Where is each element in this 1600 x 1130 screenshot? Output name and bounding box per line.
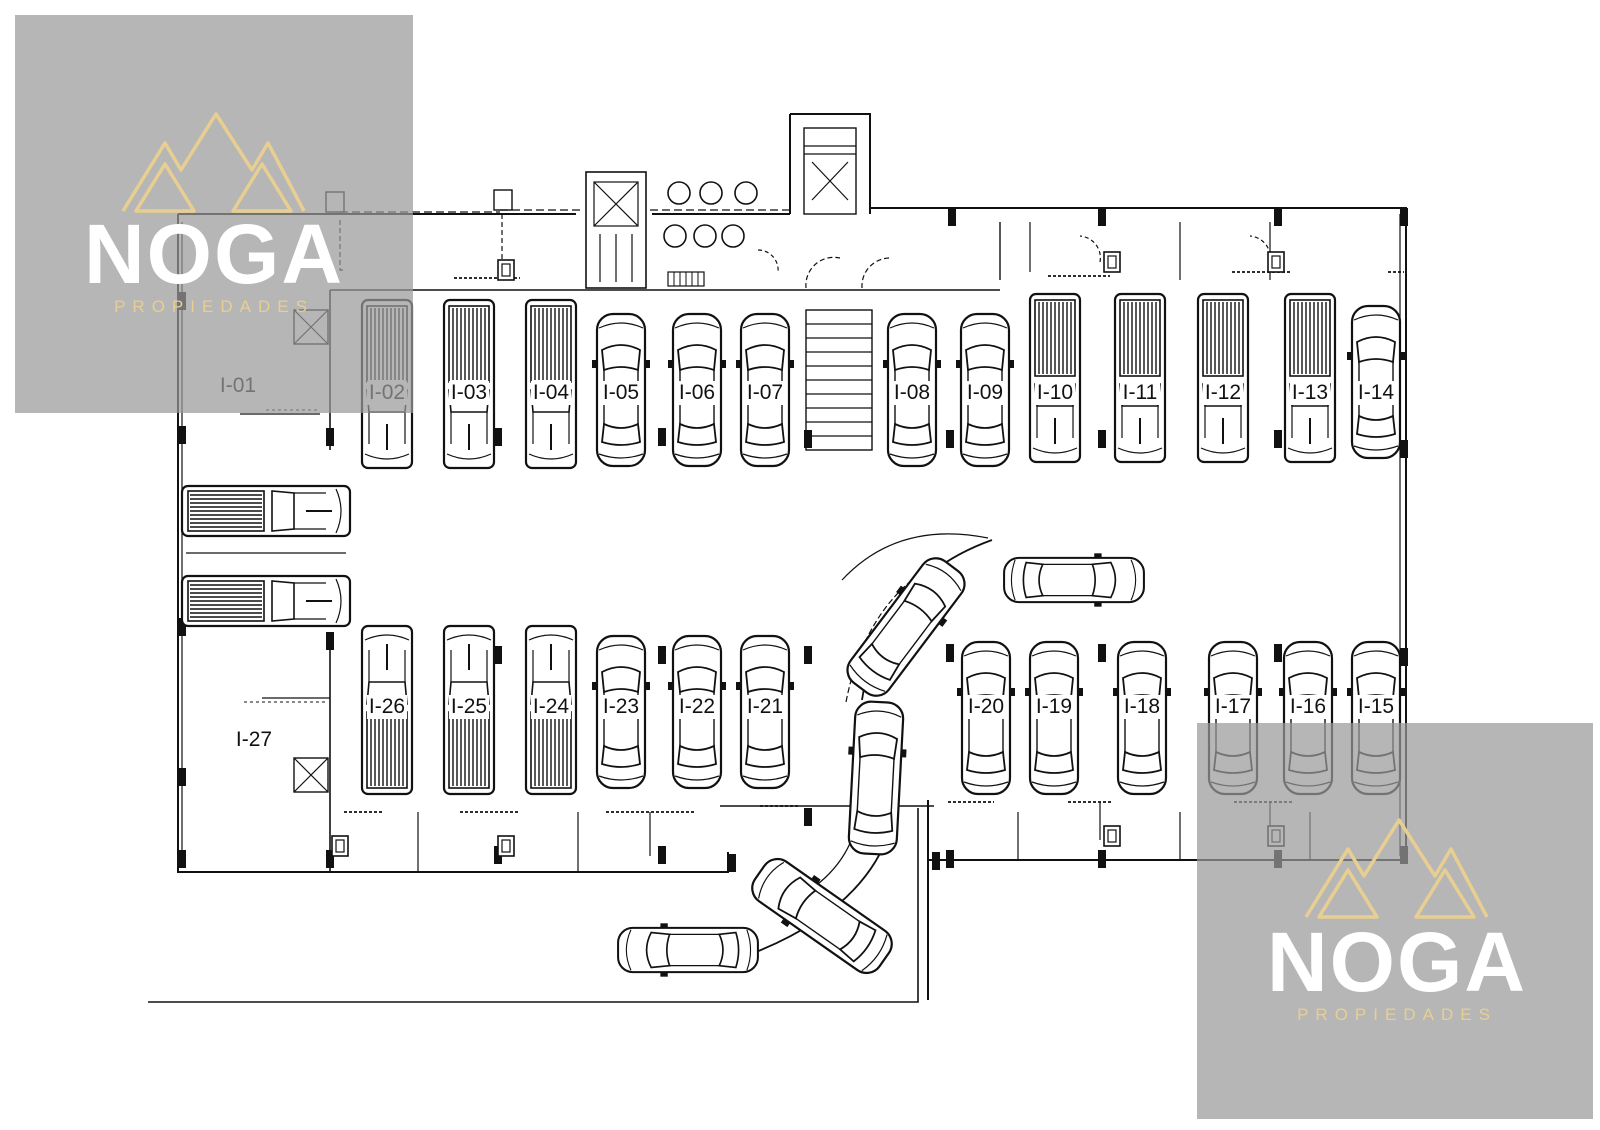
vehicle-sedan [841,699,911,857]
vehicle-sedan [1003,552,1145,608]
parking-spot-label: I-26 [369,695,405,718]
parking-spot-label: I-13 [1292,381,1328,404]
spot-label-background [677,695,717,719]
watermark-panel [15,15,413,413]
parking-spot-label: I-08 [894,381,930,404]
vehicle-pickup [1196,292,1250,464]
parking-spot-label: I-14 [1358,381,1395,404]
vehicle-pickup [180,574,352,628]
watermark-bottom-right: NOGA PROPIEDADES [1197,723,1593,1119]
spot-label-background [965,381,1005,405]
parking-spot-label: I-06 [679,381,715,404]
spot-label-background [449,381,489,405]
vehicle-pickup [180,484,352,538]
spot-label-background [1290,381,1330,405]
parking-spot-label: I-12 [1205,381,1241,404]
vehicle-sedan [836,547,976,707]
parking-spot-label: I-20 [968,695,1004,718]
spot-label-background [1356,381,1396,405]
parking-spot-label: I-23 [603,695,639,718]
parking-spot-label: I-21 [747,695,783,718]
parking-spot-label: I-07 [747,381,783,404]
spot-label-background [1034,695,1074,719]
parking-spot-label: I-27 [236,728,272,751]
watermark-brand: NOGA [1267,915,1527,1009]
spot-label-background [449,695,489,719]
parking-spot-label: I-15 [1358,695,1394,718]
parking-spot-label: I-05 [603,381,639,404]
watermark-top-left: NOGA PROPIEDADES [15,15,413,413]
spot-label-background [1035,381,1075,405]
spot-label-background [1203,381,1243,405]
spot-label-background [892,381,932,405]
watermark-tagline: PROPIEDADES [114,297,314,316]
parking-spot-label: I-25 [451,695,487,718]
spot-label-background [1288,695,1328,719]
spot-label-background [1356,695,1396,719]
parking-spot-label: I-10 [1037,381,1073,404]
parking-spot-labels: I-02I-03I-04I-05I-06I-07I-08I-09I-10I-11… [220,374,1396,751]
spot-label-background [677,381,717,405]
spot-label-background [601,695,641,719]
spot-label-background [531,381,571,405]
spot-label-background [1213,695,1253,719]
spot-label-background [1120,381,1160,405]
parking-spot-label: I-09 [967,381,1003,404]
parking-spot-label: I-04 [533,381,570,404]
mountain-logo [121,112,306,213]
vehicle-pickup [1283,292,1337,464]
parking-spot-label: I-18 [1124,695,1160,718]
spot-label-background [367,695,407,719]
parking-spot-label: I-03 [451,381,487,404]
watermark-panel [1197,723,1593,1119]
spot-label-background [1122,695,1162,719]
mountain-logo [1304,818,1489,919]
spot-label-background [745,695,785,719]
parking-spot-label: I-19 [1036,695,1072,718]
vehicle-sedan [617,922,759,978]
spot-label-background [531,695,571,719]
spot-label-background [745,381,785,405]
vehicle-pickup [1028,292,1082,464]
vehicle-pickup [1113,292,1167,464]
parking-spot-label: I-16 [1290,695,1326,718]
parking-spot-label: I-11 [1123,381,1158,404]
spot-label-background [601,381,641,405]
watermark-tagline: PROPIEDADES [1297,1005,1497,1024]
spot-label-background [966,695,1006,719]
parking-spot-label: I-22 [679,695,715,718]
watermark-brand: NOGA [84,207,344,301]
vehicle-sedan [742,847,902,985]
parking-spot-label: I-24 [533,695,570,718]
parking-spot-label: I-17 [1215,695,1251,718]
